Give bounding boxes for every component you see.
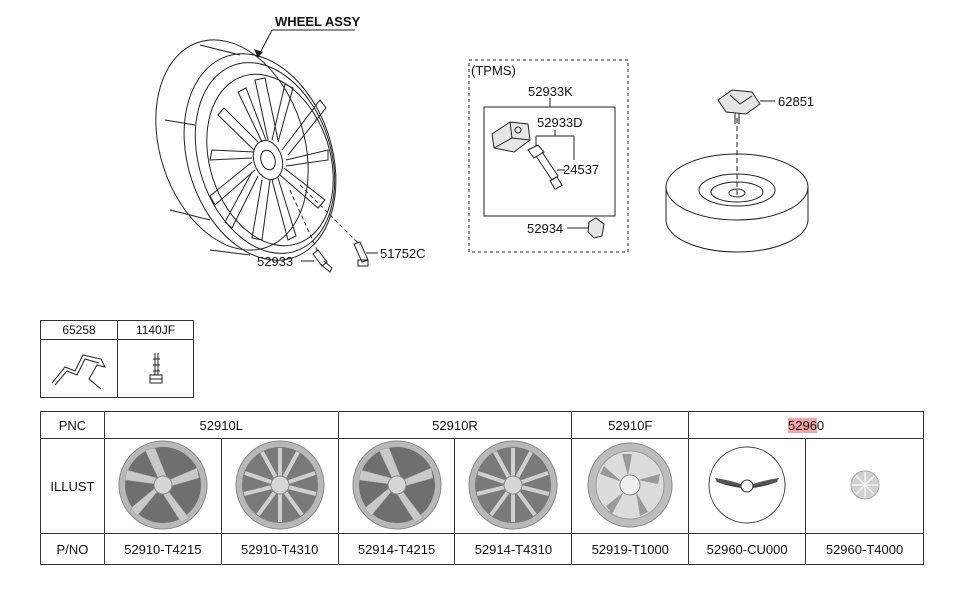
- illust-row: ILLUST: [40, 438, 924, 534]
- pnc-52910L[interactable]: 52910L: [103, 411, 339, 439]
- wing-emblem-cap-icon: [708, 446, 786, 523]
- wheel-assy-drawing: [155, 39, 337, 261]
- tpms-group-label: (TPMS): [471, 63, 516, 78]
- pno-row: P/NO 52910-T4215 52910-T4310 52914-T4215…: [40, 533, 924, 565]
- callout-52934[interactable]: 52934: [527, 221, 564, 236]
- pnc-row-label: PNC: [40, 411, 105, 439]
- pnc-52910F[interactable]: 52910F: [571, 411, 690, 439]
- pnc-52960-rest: 0: [816, 417, 825, 433]
- pnc-52960-highlight: 5296: [788, 417, 817, 433]
- part-number-cell[interactable]: 52960-CU000: [688, 533, 807, 565]
- part-number-cell[interactable]: 52910-T4215: [103, 533, 222, 565]
- part-number-cell[interactable]: 52914-T4215: [337, 533, 456, 565]
- bolt-icon: [149, 353, 163, 384]
- illust-cell[interactable]: [337, 438, 456, 534]
- valve-cap-drawing: [587, 217, 605, 239]
- illust-cell[interactable]: [805, 438, 924, 534]
- wheel-parts-table: PNC 52910L 52910R 52910F 52960 ILLUST: [40, 411, 924, 565]
- bracket-icon: [51, 354, 106, 390]
- part-number-cell[interactable]: 52910-T4310: [220, 533, 339, 565]
- small-part-1140JF[interactable]: 1140JF: [118, 321, 193, 340]
- callout-62851[interactable]: 62851: [778, 94, 815, 109]
- twisted-spoke-wheel-icon: [352, 440, 442, 529]
- multi-spoke-wheel-icon: [235, 440, 325, 529]
- pnc-52910R[interactable]: 52910R: [337, 411, 573, 439]
- callout-52933[interactable]: 52933: [257, 254, 294, 269]
- spare-tire-drawing: [665, 118, 809, 253]
- part-number-cell[interactable]: 52919-T1000: [571, 533, 690, 565]
- small-hub-cap-icon: [850, 470, 880, 499]
- valve-stem-drawing: [301, 249, 333, 273]
- callout-52933K[interactable]: 52933K: [528, 84, 573, 99]
- illust-cell[interactable]: [220, 438, 339, 534]
- small-part-65258[interactable]: 65258: [41, 321, 118, 340]
- spare-wheel-icon: [587, 442, 673, 527]
- balance-weight-drawing: [353, 241, 378, 267]
- illust-cell[interactable]: [454, 438, 573, 534]
- part-number-cell[interactable]: 52914-T4310: [454, 533, 573, 565]
- wheel-assy-title: WHEEL ASSY: [275, 14, 361, 29]
- illust-cell[interactable]: [571, 438, 690, 534]
- exploded-diagram: [155, 29, 809, 273]
- twisted-spoke-wheel-icon: [118, 440, 208, 529]
- illust-cell[interactable]: [688, 438, 807, 534]
- callout-52933D[interactable]: 52933D: [537, 115, 583, 130]
- pno-row-label: P/NO: [40, 533, 105, 565]
- pnc-row: PNC 52910L 52910R 52910F 52960: [40, 411, 924, 439]
- illust-cell[interactable]: [103, 438, 222, 534]
- small-parts-table: 65258 1140JF: [40, 320, 194, 398]
- tpms-sensor-drawing: [491, 121, 531, 153]
- callout-24537[interactable]: 24537: [563, 162, 600, 177]
- spare-hold-down-bolt-drawing: [717, 89, 775, 124]
- tpms-valve-drawing: [527, 144, 563, 191]
- callout-51752C[interactable]: 51752C: [380, 246, 426, 261]
- multi-spoke-wheel-icon: [468, 440, 558, 529]
- pnc-52960[interactable]: 52960: [688, 411, 924, 439]
- illust-row-label: ILLUST: [40, 438, 105, 534]
- part-number-cell[interactable]: 52960-T4000: [805, 533, 924, 565]
